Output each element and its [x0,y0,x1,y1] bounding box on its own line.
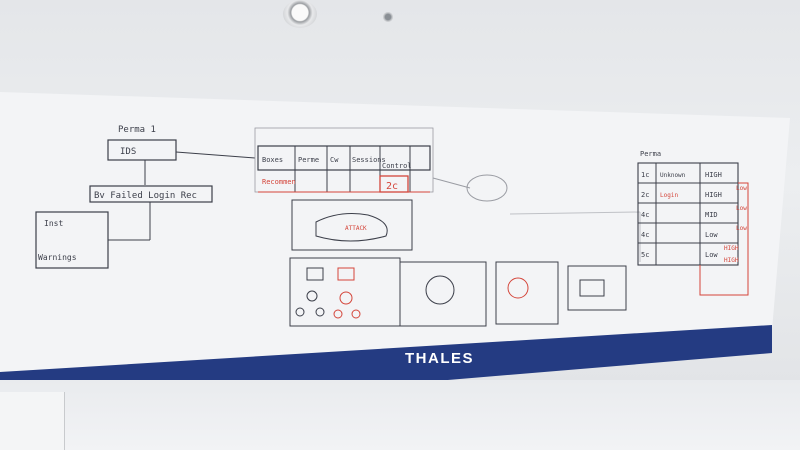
right-row-3-b: Low [705,231,718,239]
right-row-2-id: 4c [641,211,649,219]
wall-screw [383,12,393,22]
cloud-shape [315,213,388,242]
table-red-value: 2c [386,181,398,192]
lower-box-middle [399,261,487,327]
room-box [89,185,213,203]
right-row-0-id: 1c [641,171,649,179]
right-row-1-c: Low [736,205,747,212]
right-row-4-c: HIGH [724,257,739,264]
right-row-4-id: 5c [641,251,649,259]
table-cell-2: Cw [330,156,339,164]
table-cell-0: Boxes [262,156,283,164]
lower-box-right [495,261,559,325]
right-row-0-b: HIGH [705,171,722,179]
left-box [35,211,109,269]
lower-wall [0,380,800,450]
center-node [466,174,508,202]
center-table-header [257,145,431,171]
right-header: Perma [640,150,661,158]
label-perma-1: Perma 1 [118,125,156,135]
room-box-label: Bv Failed Login Rec [94,191,197,201]
right-row-0-a: Unknown [660,172,686,179]
left-box-bottom: Warnings [38,253,77,262]
right-row-4-b: Low [705,251,718,259]
right-row-1-b: HIGH [705,191,722,199]
right-row-1-id: 2c [641,191,649,199]
ceiling-light-fixture [283,0,317,28]
ids-box-label: IDS [120,147,136,157]
table-cell-4: Control [382,162,412,170]
table-cell-1: Perme [298,156,319,164]
svg-text:ATTACK: ATTACK [345,225,367,232]
table-sub-label: Recommen [262,178,296,186]
lower-box-top [291,199,413,251]
right-table [637,162,739,266]
right-row-1-a: Login [660,192,678,199]
connector-ids-table [175,151,256,159]
table-cell-3: Sessions [352,156,386,164]
table-red-highlight [379,175,409,193]
brand-logo-text: THALES [405,350,474,367]
whiteboard-surface [0,92,790,372]
door-frame [0,392,65,450]
right-row-2-b: MID [705,211,718,219]
right-row-2-c: Low [736,225,747,232]
right-row-3-c: HIGH [724,245,739,252]
right-row-0-c: Low [736,185,747,192]
left-box-top: Inst [44,219,63,228]
right-row-3-id: 4c [641,231,649,239]
ids-box [107,139,177,161]
